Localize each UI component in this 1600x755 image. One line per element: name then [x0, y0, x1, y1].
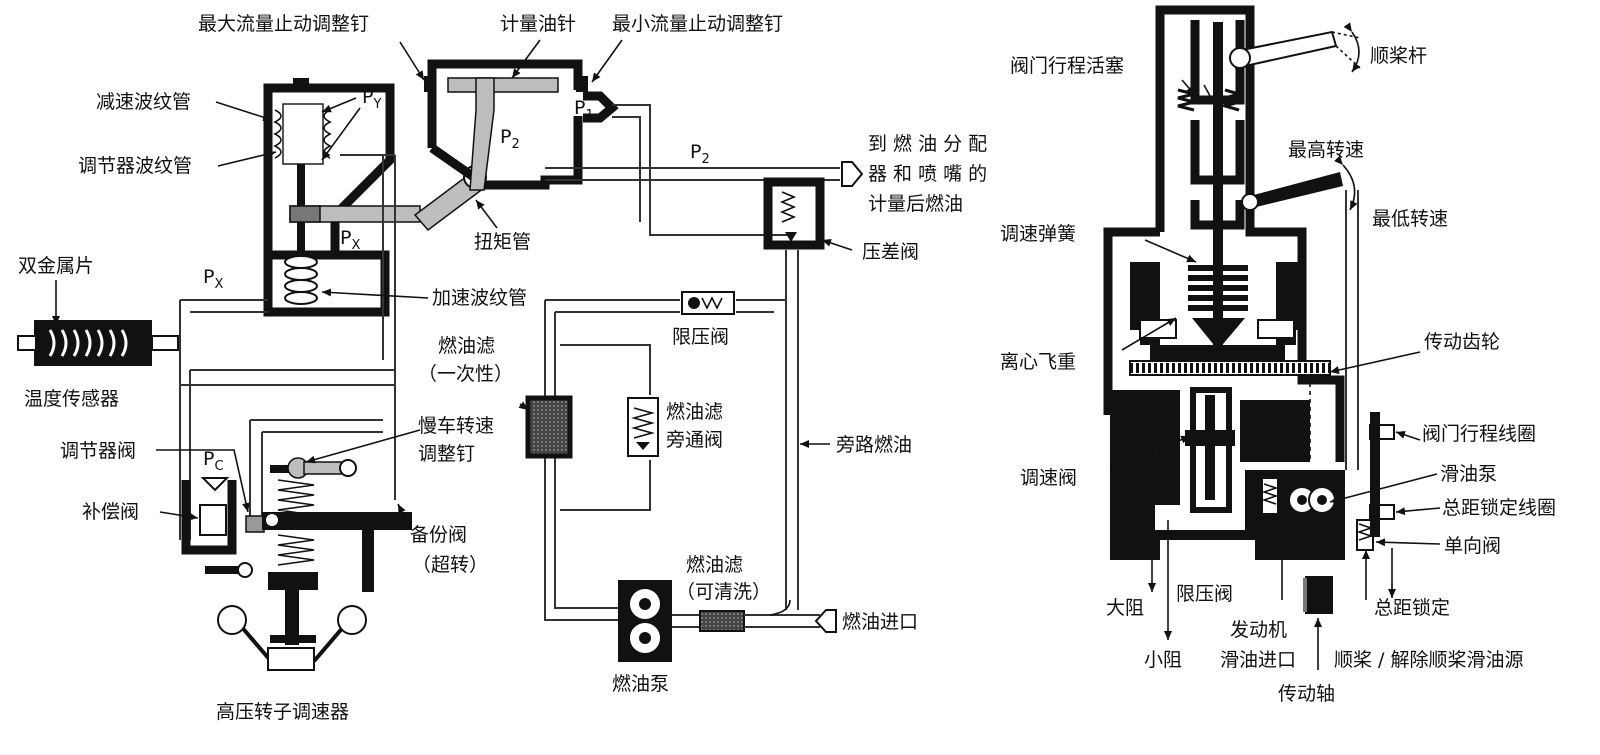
px-inner-label: PX [340, 227, 360, 253]
fuel-inlet-label: 燃油进口 [842, 611, 918, 633]
drive-shaft [1305, 576, 1333, 614]
p2-line-label: P2 [690, 141, 710, 167]
comp-valve-label: 补偿阀 [82, 501, 139, 523]
engine-oil-label-2: 滑油进口 [1220, 649, 1296, 671]
filter-cleanable [699, 610, 745, 632]
governor-bellows-label: 调节器波纹管 [78, 155, 192, 177]
outlet-label-3: 计量后燃油 [868, 193, 963, 215]
drive-shaft-label: 传动轴 [1278, 683, 1335, 705]
bimetal-label: 双金属片 [18, 255, 94, 277]
feather-lever-label: 顺桨杆 [1370, 45, 1427, 67]
backup-label-1: 备份阀 [410, 524, 467, 546]
valve-coil-label: 阀门行程线圈 [1422, 423, 1536, 445]
bypass-fuel-label: 旁路燃油 [836, 434, 912, 456]
max-speed-label: 最高转速 [1288, 139, 1364, 161]
px-outer-label: PX [203, 266, 223, 292]
pitch-lock-coil-label: 总距锁定线圈 [1442, 497, 1556, 519]
filter-clean-label-2: （可清洗） [676, 581, 771, 603]
lower-body [1110, 390, 1345, 560]
outlet-label-2: 器 和 喷 嘴 的 [868, 163, 987, 185]
speed-lever [1250, 172, 1343, 208]
compensating-valve [199, 504, 227, 536]
filter-clean-label-1: 燃油滤 [686, 554, 743, 576]
metering-needle-label: 计量油针 [500, 13, 576, 35]
hp-governor-label: 高压转子调速器 [216, 701, 349, 723]
temperature-sensor [17, 320, 179, 366]
drive-gear-label: 传动齿轮 [1424, 331, 1500, 353]
py-label: PY [362, 86, 381, 112]
accel-bellows [284, 255, 318, 305]
left-leaders [52, 39, 853, 521]
oil-pump-label: 滑油泵 [1440, 463, 1497, 485]
metering-needle [447, 77, 559, 93]
diff-valve-body [763, 177, 825, 250]
engine-oil-label-1: 发动机 [1230, 619, 1287, 641]
p2-chamber-label: P2 [500, 126, 520, 152]
filter-once-label-1: 燃油滤 [438, 335, 495, 357]
left-labels: 最大流量止动调整钉 计量油针 最小流量止动调整钉 减速波纹管 调节器波纹管 PY… [18, 13, 987, 723]
flyweights-label: 离心飞重 [1000, 351, 1076, 373]
check-valve-label: 单向阀 [1444, 535, 1501, 557]
governor-shaft [268, 572, 318, 590]
feather-source-label: 顺桨 / 解除顺桨滑油源 [1334, 649, 1523, 671]
big-resist-label: 大阻 [1106, 597, 1144, 619]
filter-once-label-2: （一次性） [418, 363, 513, 385]
fuel-control-unit [17, 59, 864, 671]
idle-screw-label-2: 调整钉 [418, 443, 475, 465]
max-flow-stop-label: 最大流量止动调整钉 [198, 13, 369, 35]
decel-bellows [273, 103, 332, 165]
governor-valve [245, 515, 265, 533]
decel-bellows-label: 减速波纹管 [96, 91, 191, 113]
filter-bypass-label-1: 燃油滤 [666, 401, 723, 423]
outlet-label-1: 到 燃 油 分 配 [868, 133, 987, 155]
governor-valve-label: 调节器阀 [60, 440, 136, 462]
accel-bellows-label: 加速波纹管 [432, 287, 527, 309]
bellows-housing [263, 83, 395, 300]
speeder-spring [1188, 265, 1248, 311]
idle-screw-label-1: 慢车转速 [418, 415, 494, 437]
p1-label: P1 [574, 97, 594, 123]
governor-lever [262, 512, 412, 530]
top-screw [293, 78, 309, 92]
min-stop-screw [576, 76, 588, 92]
inlet-arrow [814, 609, 837, 633]
diff-valve-label: 压差阀 [862, 241, 919, 263]
valve-stem [1213, 22, 1223, 352]
relief-valve-label-right: 限压阀 [1176, 583, 1233, 605]
torque-tube-label: 扭矩管 [474, 231, 531, 253]
small-resist-label: 小阻 [1144, 649, 1182, 671]
governor-outer-wall [1103, 5, 1345, 462]
valve-piston-spring [1177, 88, 1195, 112]
min-flow-stop-label: 最小流量止动调整钉 [612, 13, 783, 35]
fuel-pump-label: 燃油泵 [612, 673, 669, 695]
propeller-governor [1103, 5, 1395, 614]
pc-label: PC [203, 448, 224, 474]
flyweight-right [337, 605, 367, 635]
temp-sensor-label: 温度传感器 [24, 388, 119, 410]
speeder-spring-label: 调速弹簧 [1000, 223, 1076, 245]
outlet-arrow [841, 161, 864, 187]
right-flow-arrows [1109, 79, 1441, 670]
valve-piston-label: 阀门行程活塞 [1010, 55, 1124, 77]
backup-label-2: （超转） [412, 554, 488, 576]
flyweight-left [217, 605, 247, 635]
filter-disposable [525, 395, 573, 459]
pilot-valve-label: 调速阀 [1020, 467, 1077, 489]
max-stop-screw [424, 76, 436, 92]
filter-bypass-label-2: 旁通阀 [666, 429, 723, 451]
relief-valve-label: 限压阀 [672, 326, 729, 348]
min-speed-label: 最低转速 [1372, 208, 1448, 230]
pitch-lock-label: 总距锁定 [1374, 597, 1450, 619]
right-labels: 阀门行程活塞 顺桨杆 最高转速 最低转速 调速弹簧 离心飞重 传动齿轮 阀门行程… [1000, 45, 1556, 705]
